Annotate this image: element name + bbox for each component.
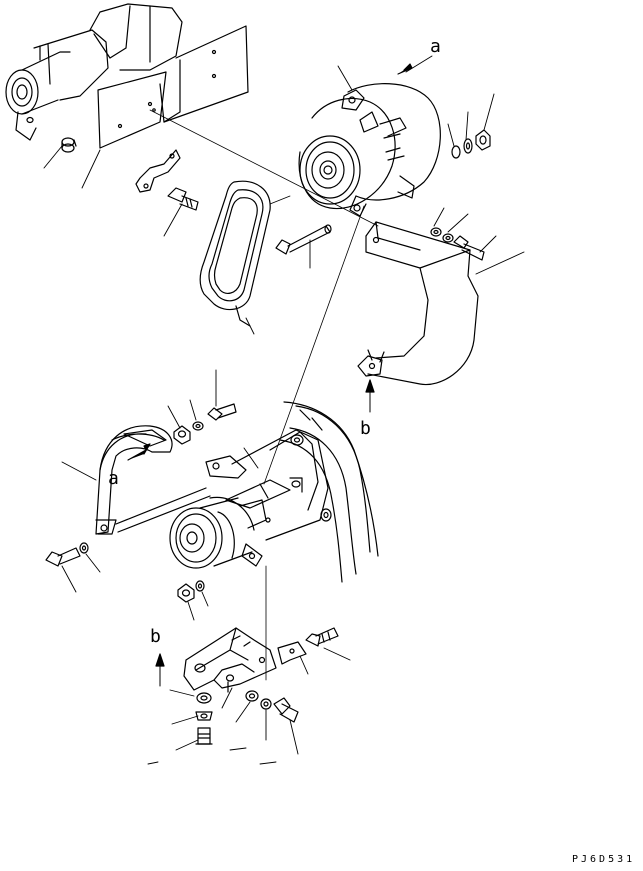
- drawing-code: PJ6D531: [572, 854, 635, 865]
- bolt: [167, 187, 199, 211]
- lower-hardware: [195, 690, 299, 745]
- belt-leader: [245, 317, 255, 335]
- long-bolt: [275, 224, 332, 255]
- v-belt: [199, 180, 271, 327]
- washers-nut-mid: [173, 403, 237, 445]
- callout-b-right: b: [360, 418, 371, 439]
- bolt-lower-right: [305, 627, 339, 647]
- nut-washer-lower: [177, 580, 205, 603]
- alternator-top: [298, 83, 441, 217]
- bolt-left-lower: [45, 542, 89, 567]
- callout-a-mid: a: [108, 468, 119, 489]
- ac-compressor: [169, 429, 332, 569]
- leader-lines-topright: [309, 55, 497, 269]
- leader-lines-mid: [167, 369, 259, 469]
- mounting-plate: [97, 25, 249, 149]
- callout-a-top: a: [430, 36, 441, 57]
- adjust-link: [135, 149, 181, 193]
- adjust-arm: [95, 425, 211, 535]
- compressor-unit: [5, 3, 183, 141]
- arm-leader: [61, 461, 97, 481]
- leader-lines-topleft: [43, 145, 183, 237]
- fan-shroud: [279, 401, 379, 583]
- arrow-b-right: [365, 379, 375, 413]
- arrow-b-left: [155, 653, 165, 687]
- long-bracket: [357, 221, 479, 386]
- callout-b-left: b: [150, 626, 161, 647]
- leader-lines-lower: [147, 647, 351, 765]
- leader-lines-lower-left: [61, 553, 101, 593]
- lower-bracket: [183, 627, 277, 693]
- washers-nuts-top: [451, 129, 491, 159]
- bracket-leader: [475, 251, 525, 275]
- small-plate: [277, 641, 307, 665]
- spacer: [61, 137, 77, 153]
- washers-bolt-right: [430, 227, 485, 261]
- arrow-a-mid: [127, 443, 151, 461]
- arrow-a-top: [397, 63, 413, 75]
- leader-lines-lower-mid: [187, 591, 209, 621]
